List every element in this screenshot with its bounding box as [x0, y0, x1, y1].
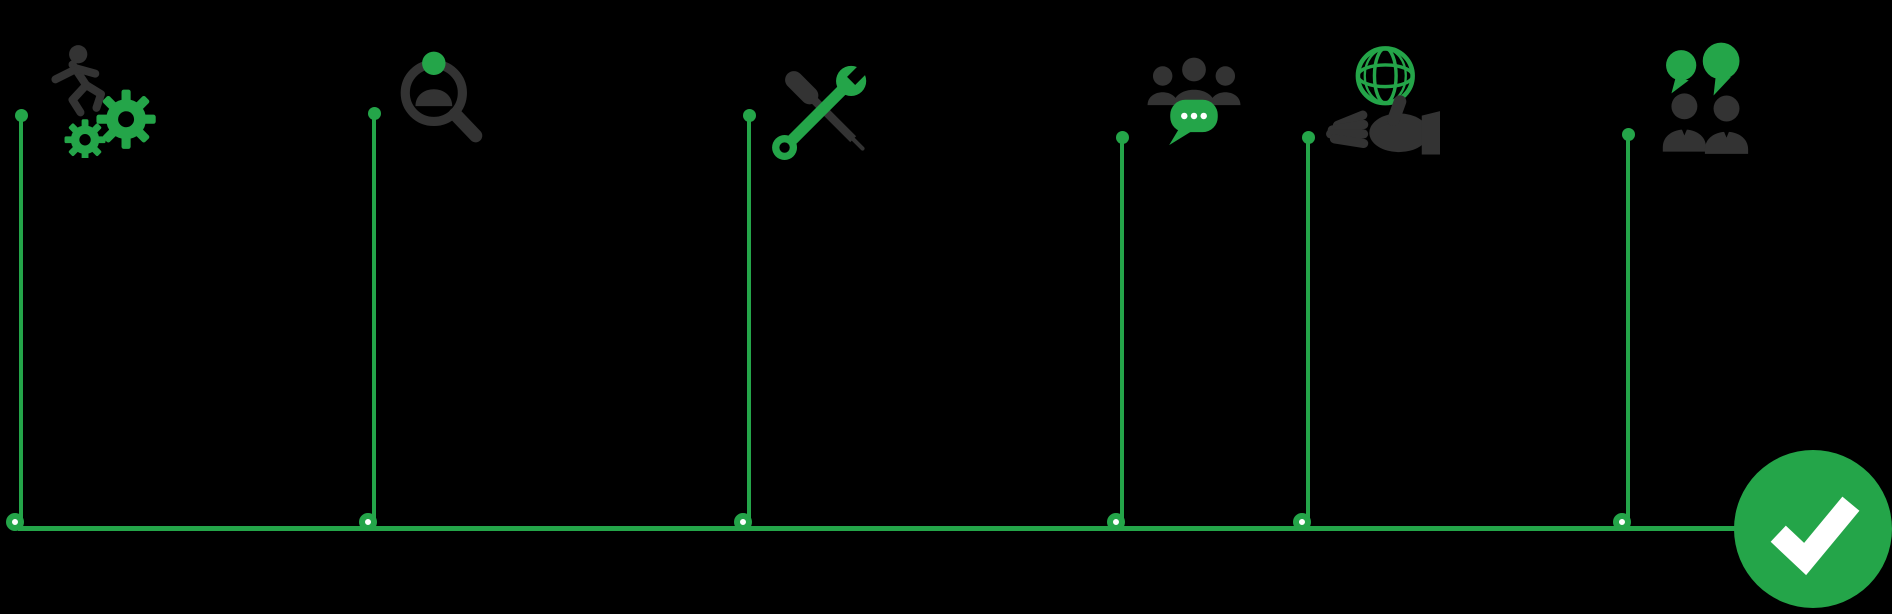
step-connector-line	[19, 115, 23, 528]
step-top-dot	[1621, 127, 1635, 141]
step-top-dot	[742, 108, 756, 122]
step-connector-line	[747, 115, 751, 528]
step-top-dot	[1115, 130, 1129, 144]
checkmark-circle-icon	[1734, 450, 1892, 608]
step-top-dot	[367, 106, 381, 120]
crossed-tools-icon	[766, 56, 878, 160]
step-connector-line	[1626, 134, 1630, 528]
runner-with-gears-icon	[44, 44, 158, 158]
step-connector-line	[1120, 137, 1124, 528]
step-connector-line	[372, 113, 376, 528]
step-top-dot	[1301, 130, 1315, 144]
people-conversation-icon	[1652, 40, 1760, 164]
timeline-baseline	[18, 526, 1810, 531]
hand-holding-globe-icon	[1326, 42, 1440, 162]
team-speech-bubble-icon	[1140, 46, 1248, 160]
person-search-icon	[392, 44, 494, 154]
step-top-dot	[14, 108, 28, 122]
step-connector-line	[1306, 137, 1310, 528]
